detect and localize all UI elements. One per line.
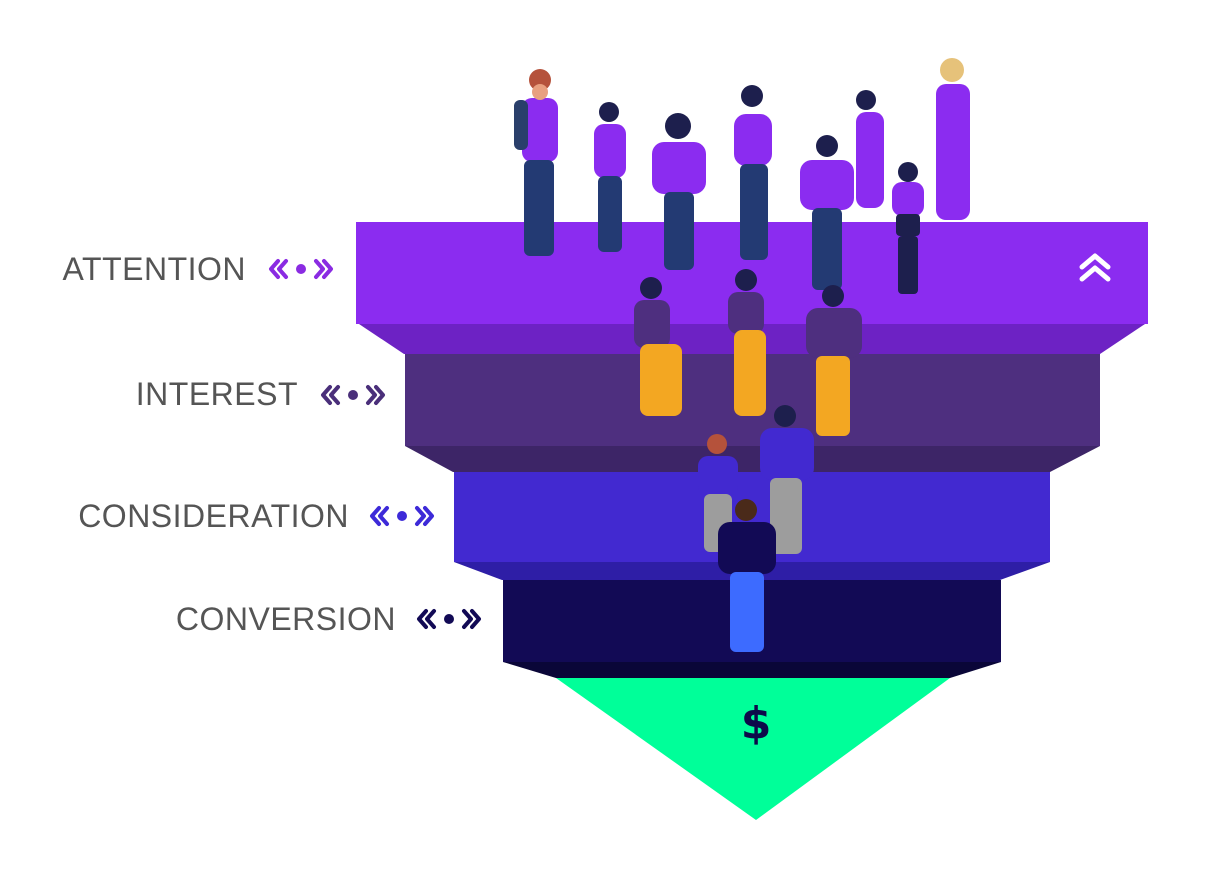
- person-5: [800, 135, 854, 290]
- person-10: [728, 269, 766, 416]
- chevron-dot-chevron-icon: [417, 609, 481, 629]
- stage-label-attention: ATTENTION: [62, 251, 246, 287]
- person-1: [514, 69, 558, 256]
- person-2: [594, 102, 626, 252]
- people-group: [514, 58, 970, 652]
- stage-label-consideration: CONSIDERATION: [78, 498, 349, 534]
- chevron-dot-chevron-icon: [321, 385, 385, 405]
- chevron-dot-chevron-icon: [269, 259, 333, 279]
- double-chevron-up-icon: [1079, 253, 1111, 282]
- person-7: [892, 162, 924, 294]
- person-9: [634, 277, 682, 416]
- stage-label-interest: INTEREST: [135, 376, 298, 412]
- dollar-symbol: $: [740, 698, 772, 749]
- chevron-dot-chevron-icon: [370, 506, 434, 526]
- person-14: [718, 499, 776, 652]
- tier-interest-taper: [405, 446, 1100, 472]
- person-13: [760, 405, 814, 554]
- person-8: [936, 58, 970, 220]
- stage-label-conversion: CONVERSION: [175, 601, 396, 637]
- person-3: [652, 113, 706, 270]
- outcome-triangle: [556, 678, 950, 820]
- person-11: [806, 285, 862, 436]
- person-4: [734, 85, 772, 260]
- person-6: [856, 90, 884, 208]
- tier-conversion-taper: [503, 662, 1001, 678]
